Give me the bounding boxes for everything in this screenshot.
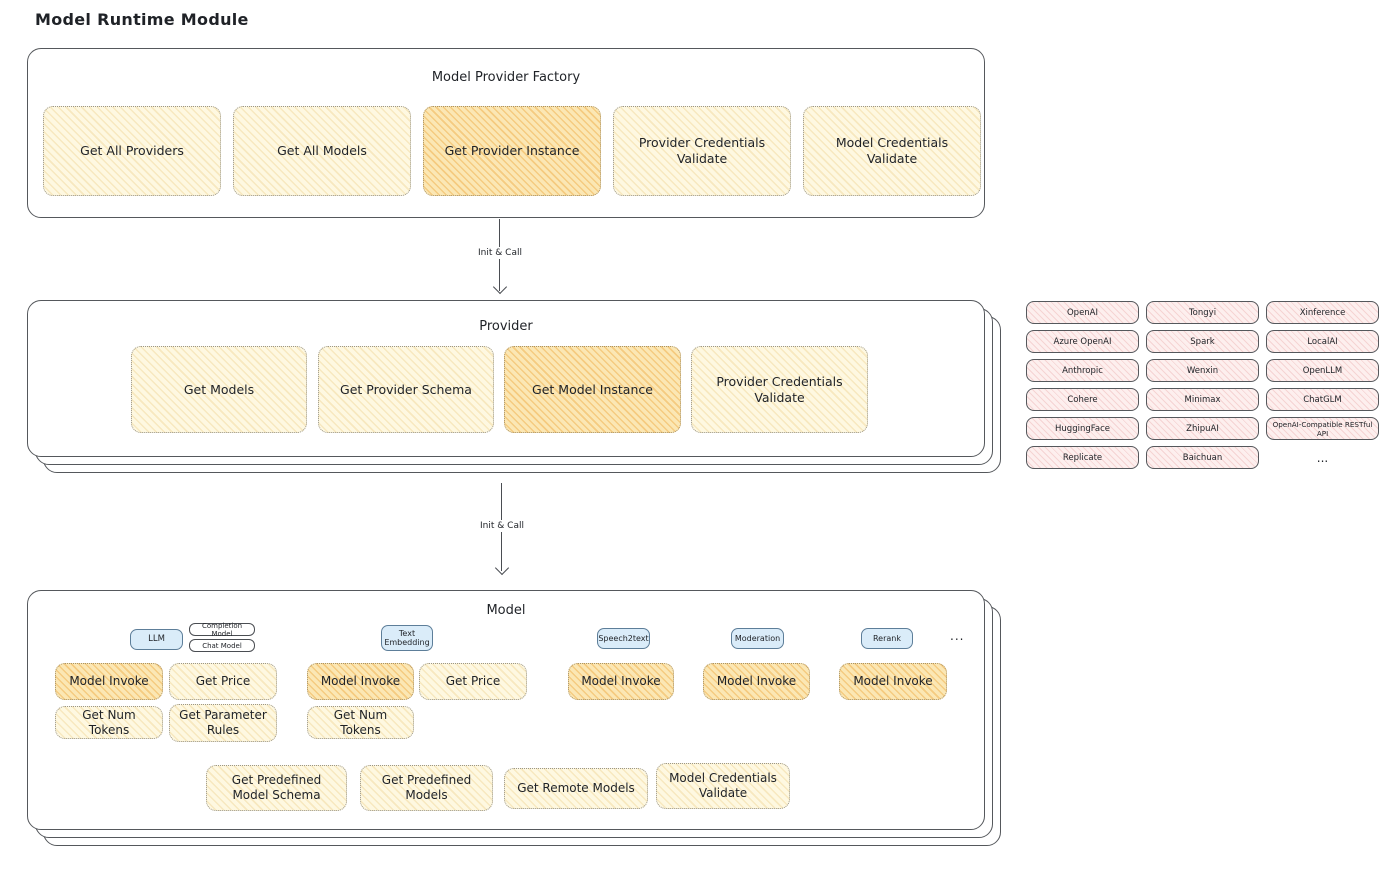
llm-get-parameter-rules-box: Get Parameter Rules: [169, 704, 277, 742]
llm-model-invoke-box: Model Invoke: [55, 663, 163, 700]
get-predefined-model-schema-box: Get Predefined Model Schema: [206, 765, 347, 811]
embedding-model-invoke-box: Model Invoke: [307, 663, 414, 700]
provider-section: Provider Get Models Get Provider Schema …: [27, 300, 985, 457]
provider-chip-minimax: Minimax: [1146, 388, 1259, 411]
provider-chip-cohere: Cohere: [1026, 388, 1139, 411]
provider-chip-openllm: OpenLLM: [1266, 359, 1379, 382]
arrow1-label: Init & Call: [455, 247, 545, 259]
factory-box-provider-credentials-validate: Provider Credentials Validate: [613, 106, 791, 196]
providers-column-2: Tongyi Spark Wenxin Minimax ZhipuAI Baic…: [1146, 301, 1259, 469]
factory-box-get-all-providers: Get All Providers: [43, 106, 221, 196]
factory-section-title: Model Provider Factory: [431, 70, 581, 85]
get-predefined-models-box: Get Predefined Models: [360, 765, 493, 811]
model-section-title: Model: [486, 603, 526, 618]
provider-chip-azure-openai: Azure OpenAI: [1026, 330, 1139, 353]
badge-llm: LLM: [130, 629, 183, 650]
llm-get-num-tokens-box: Get Num Tokens: [55, 706, 163, 739]
embedding-get-num-tokens-box: Get Num Tokens: [307, 706, 414, 739]
provider-chip-openai-compatible: OpenAI-Compatible RESTful API: [1266, 417, 1379, 440]
badge-moderation: Moderation: [731, 628, 784, 649]
arrow-factory-to-provider-head: [492, 279, 508, 295]
embedding-get-price-box: Get Price: [419, 663, 527, 700]
badge-speech2text: Speech2text: [597, 628, 650, 649]
badge-rerank: Rerank: [861, 628, 913, 649]
provider-box-get-model-instance: Get Model Instance: [504, 346, 681, 433]
provider-section-title: Provider: [479, 319, 533, 334]
provider-chip-spark: Spark: [1146, 330, 1259, 353]
provider-chip-huggingface: HuggingFace: [1026, 417, 1139, 440]
model-badges-more-ellipsis: ...: [950, 629, 965, 643]
factory-box-get-all-models: Get All Models: [233, 106, 411, 196]
model-credentials-validate-box: Model Credentials Validate: [656, 763, 790, 809]
page-title: Model Runtime Module: [35, 10, 249, 29]
badge-text-embedding: Text Embedding: [381, 625, 433, 651]
moderation-model-invoke-box: Model Invoke: [703, 663, 810, 700]
providers-column-1: OpenAI Azure OpenAI Anthropic Cohere Hug…: [1026, 301, 1139, 469]
providers-more-ellipsis: ...: [1316, 450, 1329, 465]
model-section: Model LLM Completion Model Chat Model Te…: [27, 590, 985, 830]
rerank-model-invoke-box: Model Invoke: [839, 663, 947, 700]
provider-chip-tongyi: Tongyi: [1146, 301, 1259, 324]
badge-completion-model: Completion Model: [189, 622, 255, 638]
factory-box-get-provider-instance: Get Provider Instance: [423, 106, 601, 196]
provider-chip-baichuan: Baichuan: [1146, 446, 1259, 469]
provider-box-provider-credentials-validate: Provider Credentials Validate: [691, 346, 868, 433]
arrow2-label: Init & Call: [457, 520, 547, 532]
factory-box-model-credentials-validate: Model Credentials Validate: [803, 106, 981, 196]
provider-chip-openai: OpenAI: [1026, 301, 1139, 324]
llm-get-price-box: Get Price: [169, 663, 277, 700]
provider-chip-chatglm: ChatGLM: [1266, 388, 1379, 411]
provider-chip-localai: LocalAI: [1266, 330, 1379, 353]
provider-chip-xinference: Xinference: [1266, 301, 1379, 324]
badge-chat-model: Chat Model: [189, 639, 255, 652]
provider-box-get-models: Get Models: [131, 346, 307, 433]
get-remote-models-box: Get Remote Models: [504, 768, 648, 809]
provider-chip-wenxin: Wenxin: [1146, 359, 1259, 382]
factory-section: Model Provider Factory Get All Providers…: [27, 48, 985, 218]
arrow-provider-to-model-head: [494, 560, 510, 576]
provider-box-get-provider-schema: Get Provider Schema: [318, 346, 494, 433]
provider-chip-anthropic: Anthropic: [1026, 359, 1139, 382]
provider-chip-replicate: Replicate: [1026, 446, 1139, 469]
provider-chip-zhipuai: ZhipuAI: [1146, 417, 1259, 440]
providers-column-3: Xinference LocalAI OpenLLM ChatGLM OpenA…: [1266, 301, 1379, 469]
speech2text-model-invoke-box: Model Invoke: [568, 663, 674, 700]
